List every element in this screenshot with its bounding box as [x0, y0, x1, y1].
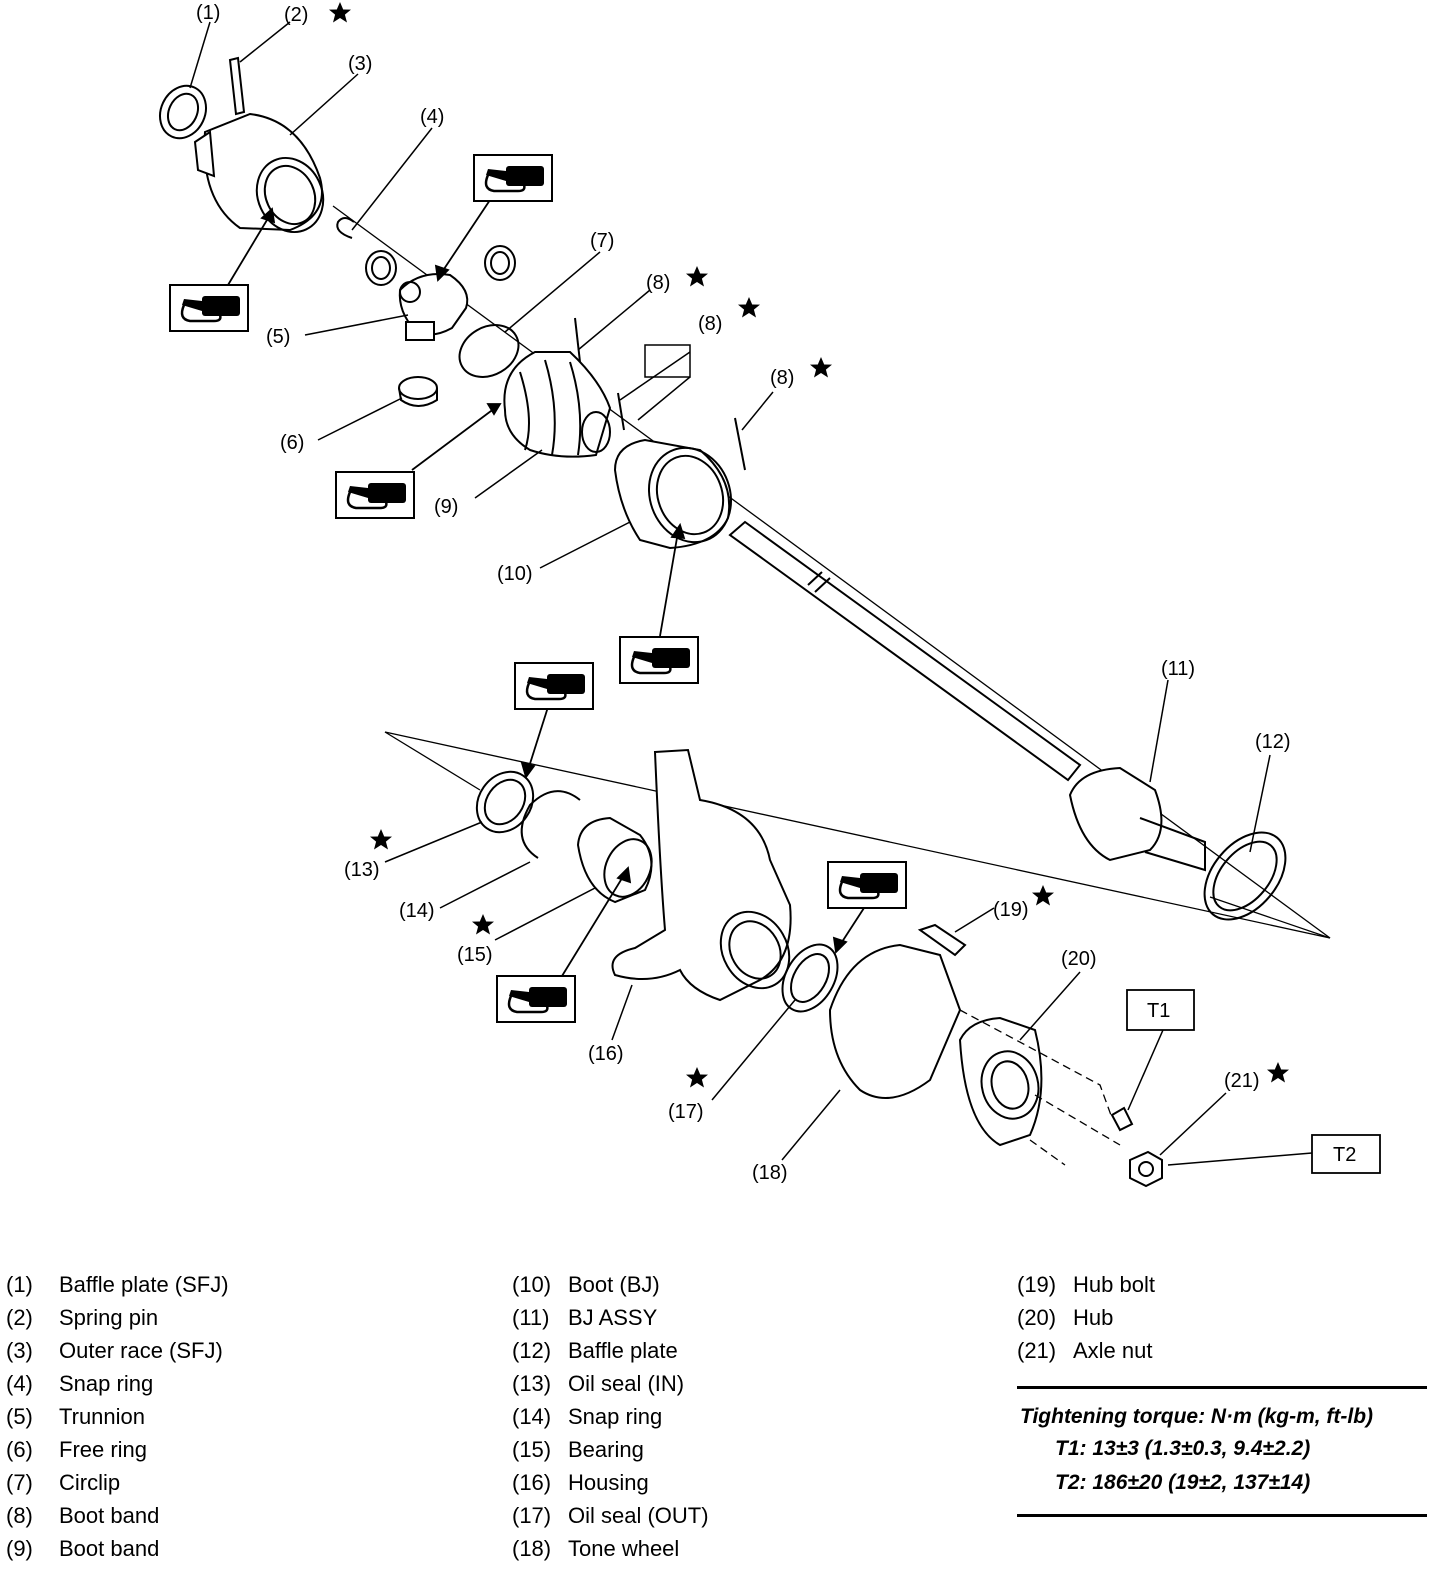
legend-item: (1)Baffle plate (SFJ) [6, 1272, 229, 1297]
grease-icon [513, 661, 595, 711]
torque-t1: T1: 13±3 (1.3±0.3, 9.4±2.2) [1055, 1437, 1311, 1460]
callout-6: (6) [280, 432, 304, 454]
legend-item: (7)Circlip [6, 1470, 121, 1495]
legend-column-3: (19)Hub bolt (20)Hub (21)Axle nut [1017, 1268, 1155, 1367]
callout-1: (1) [196, 2, 220, 24]
grease-icon [168, 283, 250, 333]
star-icon [738, 297, 760, 318]
legend-item: (14)Snap ring [512, 1404, 663, 1429]
exploded-axle-diagram: (1) (2) (3) (4) (5) (6) (7) (8) (8) (8) … [159, 2, 1381, 1188]
callout-9: (9) [434, 496, 458, 518]
legend-item: (4)Snap ring [6, 1371, 154, 1396]
star-icon [686, 266, 708, 287]
callout-16: (16) [588, 1043, 624, 1065]
callout-8c: (8) [770, 367, 794, 389]
legend-column-2: (10)Boot (BJ) (11)BJ ASSY (12)Baffle pla… [512, 1268, 709, 1565]
legend-item: (20)Hub [1017, 1305, 1114, 1330]
callout-2: (2) [284, 4, 308, 26]
grease-icon [472, 153, 554, 203]
legend-item: (13)Oil seal (IN) [512, 1371, 685, 1396]
t1-box-label: T1 [1147, 1000, 1170, 1022]
callout-5: (5) [266, 326, 290, 348]
callout-17: (17) [668, 1101, 704, 1123]
star-icon [370, 829, 392, 850]
callout-13: (13) [344, 859, 380, 881]
legend-item: (5)Trunnion [6, 1404, 146, 1429]
legend-item: (18)Tone wheel [512, 1536, 680, 1561]
legend-item: (19)Hub bolt [1017, 1272, 1155, 1297]
callout-11: (11) [1161, 658, 1195, 680]
star-icon [1267, 1062, 1289, 1083]
callout-20: (20) [1061, 948, 1097, 970]
t2-box-label: T2 [1333, 1144, 1356, 1166]
callout-15: (15) [457, 944, 493, 966]
grease-icon [618, 635, 700, 685]
callout-21: (21) [1224, 1070, 1260, 1092]
star-icon [329, 2, 351, 23]
callout-10: (10) [497, 563, 533, 585]
legend-item: (21)Axle nut [1017, 1338, 1153, 1363]
star-icon [1032, 885, 1054, 906]
torque-title: Tightening torque: N·m (kg-m, ft-lb) [1020, 1405, 1374, 1428]
legend-item: (10)Boot (BJ) [512, 1272, 660, 1297]
legend-item: (15)Bearing [512, 1437, 644, 1462]
callout-19: (19) [993, 899, 1029, 921]
tightening-torque-block: Tightening torque: N·m (kg-m, ft-lb) T1:… [1017, 1386, 1427, 1517]
grease-icon [334, 470, 416, 520]
legend-item: (6)Free ring [6, 1437, 148, 1462]
legend-item: (3)Outer race (SFJ) [6, 1338, 223, 1363]
legend-item: (17)Oil seal (OUT) [512, 1503, 709, 1528]
star-icon [472, 914, 494, 935]
callout-8a: (8) [646, 272, 670, 294]
grease-icon [826, 860, 908, 910]
callout-4: (4) [420, 106, 444, 128]
callout-8b: (8) [698, 313, 722, 335]
legend-item: (2)Spring pin [6, 1305, 159, 1330]
star-icon [810, 357, 832, 378]
torque-t2: T2: 186±20 (19±2, 137±14) [1055, 1471, 1311, 1494]
callout-12: (12) [1255, 731, 1291, 753]
grease-icon [495, 974, 577, 1024]
legend-item: (8)Boot band [6, 1503, 160, 1528]
legend-item: (16)Housing [512, 1470, 649, 1495]
callout-14: (14) [399, 900, 435, 922]
callout-3: (3) [348, 53, 372, 75]
legend-item: (11)BJ ASSY [512, 1305, 658, 1330]
legend-item: (12)Baffle plate [512, 1338, 678, 1363]
legend-column-1: (1)Baffle plate (SFJ) (2)Spring pin (3)O… [6, 1268, 229, 1565]
legend-item: (9)Boot band [6, 1536, 160, 1561]
star-icon [686, 1067, 708, 1088]
callout-7: (7) [590, 230, 614, 252]
callout-18: (18) [752, 1162, 788, 1184]
